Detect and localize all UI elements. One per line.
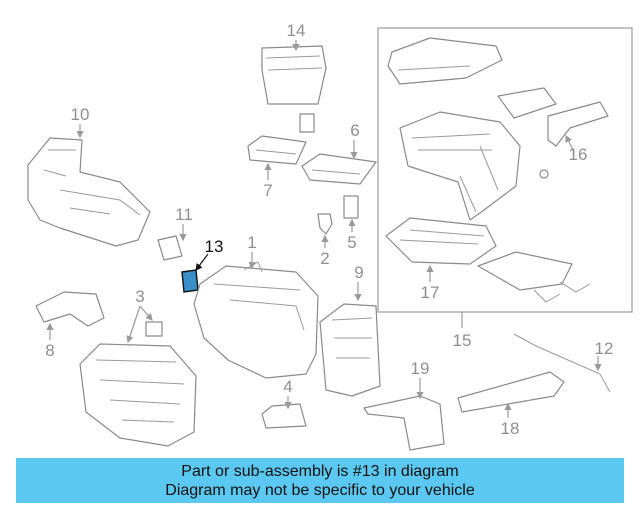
- part-12-cable: [513, 333, 611, 393]
- part-10-housing: [27, 124, 151, 247]
- callout-4: 4: [283, 377, 292, 396]
- part-11-switch: [157, 224, 187, 261]
- part-13-highlighted: [181, 253, 209, 293]
- part-14-bin: [261, 40, 327, 133]
- banner-line-2: Diagram may not be specific to your vehi…: [165, 481, 475, 499]
- callout-15: 15: [453, 331, 472, 350]
- callout-7: 7: [263, 181, 272, 200]
- part-3-base: [79, 305, 197, 447]
- part-2-clip: [317, 213, 333, 248]
- info-banner: Part or sub-assembly is #13 in diagram D…: [16, 458, 624, 503]
- callout-10: 10: [71, 105, 90, 124]
- callout-13: 13: [205, 237, 224, 256]
- assembly-box-15: [377, 27, 633, 313]
- part-1-console: [193, 252, 319, 379]
- part-18-handle: [457, 371, 565, 418]
- callout-14: 14: [287, 21, 306, 40]
- part-15-latch: [497, 87, 557, 119]
- part-4-bracket: [261, 396, 307, 429]
- part-9-panel: [319, 282, 381, 397]
- part-17-tray: [385, 217, 497, 282]
- callout-19: 19: [411, 359, 430, 378]
- part-16-hinge: [547, 101, 609, 153]
- banner-line-1: Part or sub-assembly is #13 in diagram: [181, 462, 459, 480]
- callout-1: 1: [247, 233, 256, 252]
- part-15-tray-liner: [477, 251, 591, 303]
- part-15-lid-mechanism: [399, 111, 549, 221]
- callout-16: 16: [569, 145, 588, 164]
- callout-18: 18: [501, 419, 520, 438]
- part-15-lid: [387, 37, 503, 85]
- callout-9: 9: [354, 263, 363, 282]
- part-8-bracket: [35, 291, 105, 340]
- callout-3: 3: [135, 287, 144, 306]
- callout-11: 11: [175, 205, 193, 224]
- callout-12: 12: [595, 339, 614, 358]
- callout-17: 17: [421, 283, 440, 302]
- part-6-mat: [301, 140, 377, 185]
- callout-5: 5: [347, 233, 356, 252]
- part-7-mat: [247, 135, 307, 180]
- callout-8: 8: [45, 341, 54, 360]
- callout-2: 2: [320, 249, 329, 268]
- part-5-plate: [343, 195, 359, 232]
- part-19-bracket: [363, 378, 445, 451]
- callout-6: 6: [350, 121, 359, 140]
